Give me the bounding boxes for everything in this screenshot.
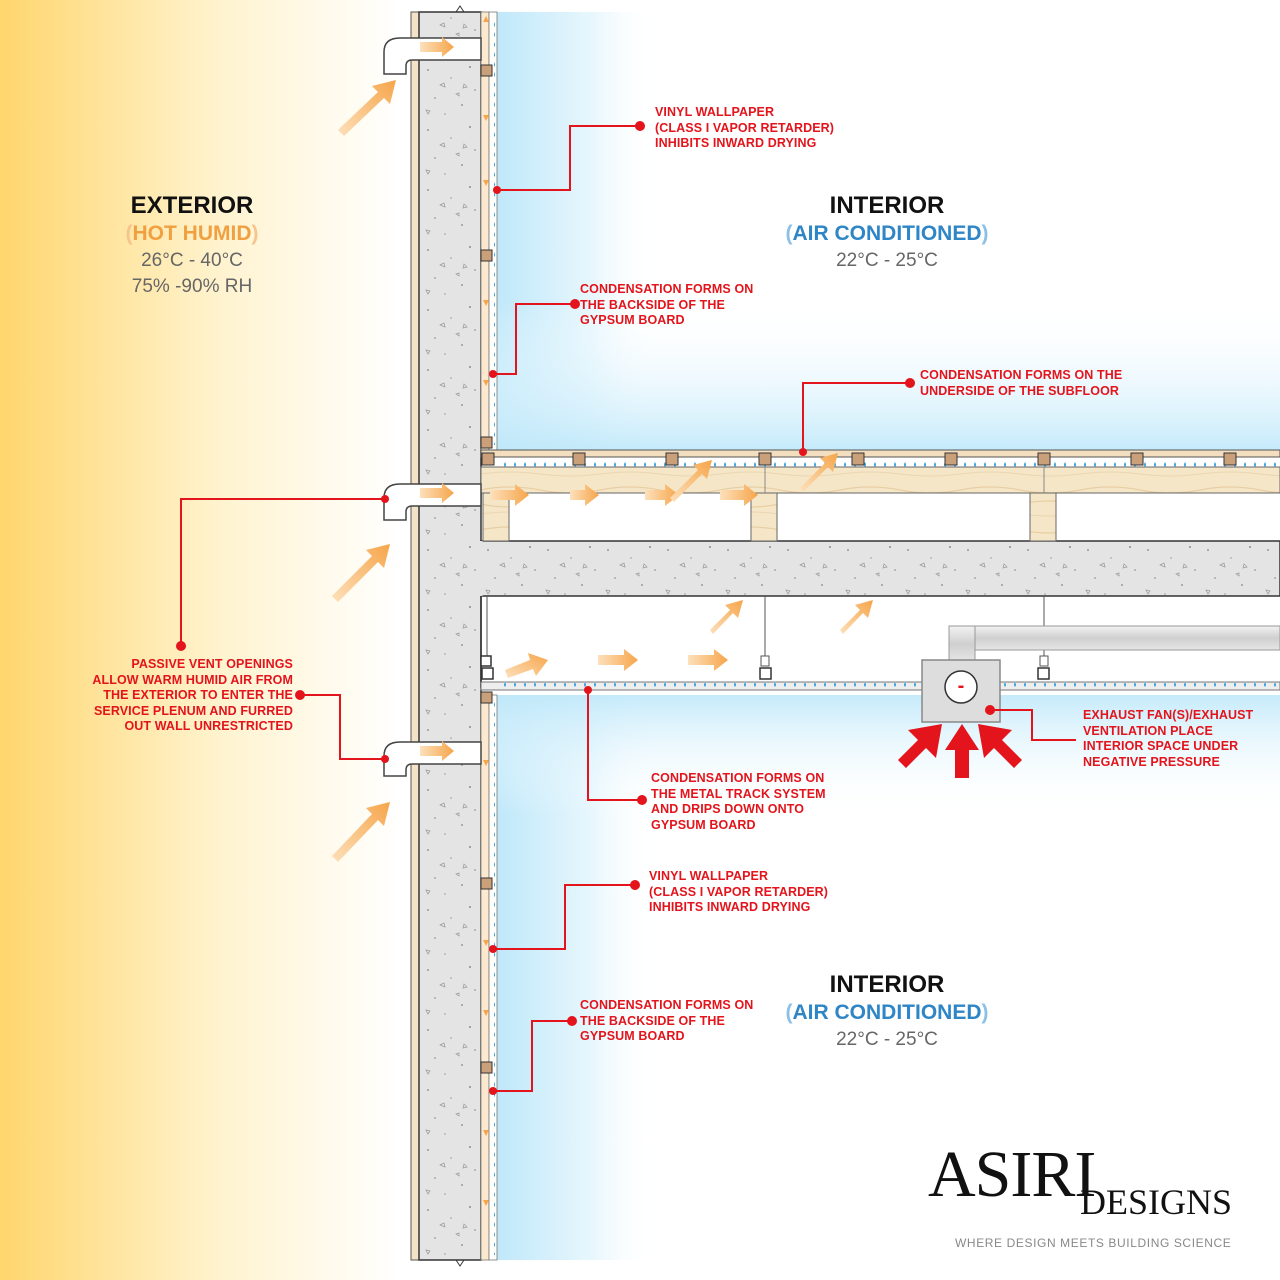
negative-pressure-arrows	[898, 724, 1022, 778]
logo-suffix: DESIGNS	[1080, 1182, 1233, 1222]
logo-tagline: WHERE DESIGN MEETS BUILDING SCIENCE	[955, 1236, 1232, 1250]
callout-metal-track: CONDENSATION FORMS ON THE METAL TRACK SY…	[651, 771, 826, 832]
interior-upper-title: INTERIOR	[829, 192, 945, 219]
exterior-zone	[0, 0, 400, 1280]
fan-symbol: -	[957, 675, 965, 697]
callout-vinyl-lower: VINYL WALLPAPER (CLASS I VAPOR RETARDER)…	[649, 869, 829, 914]
callout-subfloor: CONDENSATION FORMS ON THE UNDERSIDE OF T…	[920, 368, 1123, 398]
callout-vinyl-upper: VINYL WALLPAPER (CLASS I VAPOR RETARDER)…	[655, 105, 835, 150]
callout-exhaust-fan: EXHAUST FAN(S)/EXHAUST VENTILATION PLACE…	[1083, 708, 1254, 769]
wood-joists	[480, 466, 1280, 494]
callout-passive-vents: PASSIVE VENT OPENINGS ALLOW WARM HUMID A…	[92, 657, 293, 733]
exhaust-duct	[974, 625, 1280, 651]
concrete-slab	[480, 540, 1280, 597]
subfloor	[480, 449, 1280, 458]
exterior-condition: (HOT HUMID)	[125, 222, 259, 245]
interior-lower-temperature: 22°C - 25°C	[836, 1029, 938, 1050]
interior-lower-condition: (AIR CONDITIONED)	[785, 1001, 989, 1024]
interior-upper-label: INTERIOR (AIR CONDITIONED) 22°C - 25°C	[757, 192, 1017, 274]
exterior-humidity: 75% -90% RH	[131, 276, 253, 297]
interior-upper-temperature: 22°C - 25°C	[836, 250, 938, 271]
exterior-temperature: 26°C - 40°C	[141, 250, 243, 271]
logo-name: ASIRI	[928, 1138, 1096, 1211]
callout-gypsum-upper: CONDENSATION FORMS ON THE BACKSIDE OF TH…	[580, 282, 754, 327]
callout-gypsum-lower: CONDENSATION FORMS ON THE BACKSIDE OF TH…	[580, 998, 754, 1043]
concrete-wall	[418, 11, 482, 1261]
interior-upper-condition: (AIR CONDITIONED)	[785, 222, 989, 245]
interior-lower-label: INTERIOR (AIR CONDITIONED) 22°C - 25°C	[757, 971, 1017, 1053]
exterior-label: EXTERIOR (HOT HUMID) 26°C - 40°C 75% -90…	[92, 192, 292, 300]
interior-lower-title: INTERIOR	[829, 971, 945, 998]
exterior-title: EXTERIOR	[130, 192, 254, 219]
